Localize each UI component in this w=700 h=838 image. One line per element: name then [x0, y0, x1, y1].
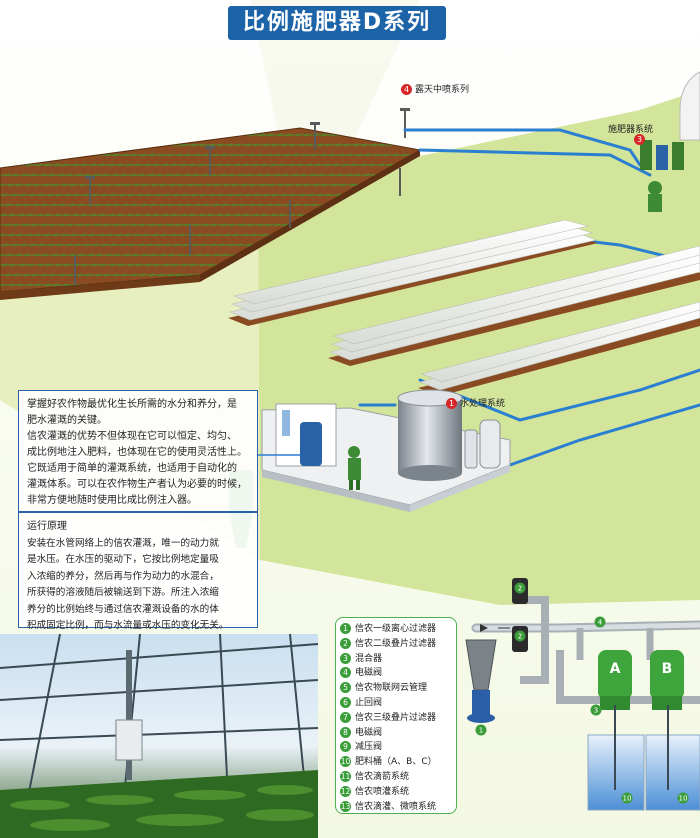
legend-item: 1 信农一级离心过滤器 — [340, 622, 452, 637]
legend-number: 4 — [340, 667, 351, 679]
legend-label: 电磁阀 — [355, 727, 383, 738]
legend-item: 5 信农物联网云管理 — [340, 681, 452, 696]
marker-10: 10 — [623, 795, 632, 803]
callout-label: 施肥器系统 — [608, 125, 654, 135]
callout-fertilizer-system: 施肥器系统 — [608, 122, 653, 135]
callout-label: 水处理系统 — [460, 399, 506, 409]
page-title: 比例施肥器D系列 — [228, 6, 446, 40]
callout-badge: 4 — [401, 84, 412, 95]
legend-number: 10 — [340, 756, 351, 768]
legend-label: 信农滴灌、微喷系统 — [355, 801, 437, 812]
greenhouse-photo — [0, 633, 319, 838]
component-legend: 1 信农一级离心过滤器 2 信农二级叠片过滤器 3 混合器 4 电磁阀 5 信农物联网云管… — [335, 617, 457, 814]
legend-label: 信农二级叠片过滤器 — [355, 638, 437, 649]
injector-schematic — [465, 578, 700, 811]
svg-text:2: 2 — [518, 633, 522, 641]
legend-label: 减压阀 — [355, 742, 383, 753]
legend-number: 12 — [340, 785, 351, 797]
intro-line: 成比例地注入肥料，也体现在它的使用灵活性上。 — [27, 447, 247, 458]
intro-line: 肥水灌溉的关键。 — [27, 415, 107, 426]
intro-line: 非常方便地随时使用比成比例注入器。 — [27, 495, 197, 506]
legend-item: 12 信农喷灌系统 — [340, 785, 452, 800]
svg-text:10: 10 — [679, 795, 688, 803]
legend-item: 10 肥料桶（A、B、C） — [340, 755, 452, 770]
legend-label: 混合器 — [355, 653, 383, 664]
legend-number: 7 — [340, 711, 351, 723]
greenhouse-tunnels — [228, 219, 700, 396]
intro-line: 信农灌溉的优势不但体现在它可以恒定、均匀、 — [27, 431, 237, 442]
legend-number: 6 — [340, 696, 351, 708]
marker-4: 4 — [598, 619, 603, 627]
legend-label: 止回阀 — [355, 697, 383, 708]
injector-b-label: B — [662, 661, 673, 677]
callout-label: 露天中喷系列 — [415, 85, 470, 95]
legend-number: 5 — [340, 682, 351, 694]
legend-item: 2 信农二级叠片过滤器 — [340, 637, 452, 652]
legend-number: 1 — [340, 623, 351, 634]
legend-number: 9 — [340, 741, 351, 753]
marker-1: 1 — [479, 727, 483, 735]
legend-item: 11 信农滴箭系统 — [340, 770, 452, 785]
legend-item: 6 止回阀 — [340, 696, 452, 711]
legend-label: 信农三级叠片过滤器 — [355, 712, 437, 723]
legend-label: 信农滴箭系统 — [355, 771, 410, 782]
legend-label: 电磁阀 — [355, 668, 383, 679]
legend-item: 8 电磁阀 — [340, 726, 452, 741]
legend-label: 信农物联网云管理 — [355, 683, 428, 694]
legend-label: 肥料桶（A、B、C） — [355, 757, 437, 768]
soil-field — [0, 127, 422, 300]
legend-item: 13 信农滴灌、微喷系统 — [340, 800, 452, 815]
principle-line: 安装在水管网络上的信农灌溉，唯一的动力就 — [27, 537, 219, 549]
callout-badge: 1 — [446, 398, 457, 409]
legend-label: 信农喷灌系统 — [355, 786, 410, 797]
legend-item: 9 减压阀 — [340, 740, 452, 755]
marker-3: 3 — [594, 707, 598, 715]
legend-number: 2 — [340, 637, 351, 649]
legend-label: 信农一级离心过滤器 — [355, 624, 437, 634]
legend-number: 8 — [340, 726, 351, 738]
legend-item: 3 混合器 — [340, 652, 452, 667]
callout-badge: 3 — [634, 134, 645, 145]
principle-line: 入浓缩的养分，然后再与作为动力的水混合， — [27, 570, 219, 582]
marker-2: 2 — [518, 585, 522, 593]
principle-line: 积成固定比例，而与水流量或水压的变化无关。 — [27, 620, 229, 631]
intro-text-box: 掌握好农作物最优化生长所需的水分和养分，是 肥水灌溉的关键。 信农灌溉的优势不但… — [18, 390, 258, 512]
schematic-markers: 2 2 1 3 4 10 10 — [475, 582, 689, 804]
sprinkler-risers — [74, 110, 406, 285]
legend-number: 11 — [340, 770, 351, 782]
legend-number: 3 — [340, 652, 351, 664]
fertilizer-system-station — [640, 140, 684, 212]
principle-line: 所获得的溶液随后被输送到下游。所注入浓缩 — [27, 587, 219, 598]
principle-text-box: 运行原理 安装在水管网络上的信农灌溉，唯一的动力就 是水压。在水压的驱动下，它按… — [18, 512, 258, 631]
injector-a-label: A — [610, 661, 621, 677]
intro-line: 灌溉体系。可以在农作物生产者认为必要的时候， — [27, 479, 247, 490]
callout-fertilizer-badge: 3 — [634, 134, 648, 145]
intro-line: 掌握好农作物最优化生长所需的水分和养分，是 — [27, 399, 237, 410]
legend-number: 13 — [340, 800, 351, 812]
intro-line: 它既适用于简单的灌溉系统，也适用于自动化的 — [27, 463, 237, 474]
legend-item: 4 电磁阀 — [340, 666, 452, 681]
legend-item: 7 信农三级叠片过滤器 — [340, 711, 452, 726]
principle-line: 是水压。在水压的驱动下，它按比例地定量吸 — [27, 554, 219, 565]
principle-title: 运行原理 — [27, 521, 67, 532]
principle-line: 养分的比例始终与通过信农灌溉设备的水的体 — [27, 603, 219, 615]
